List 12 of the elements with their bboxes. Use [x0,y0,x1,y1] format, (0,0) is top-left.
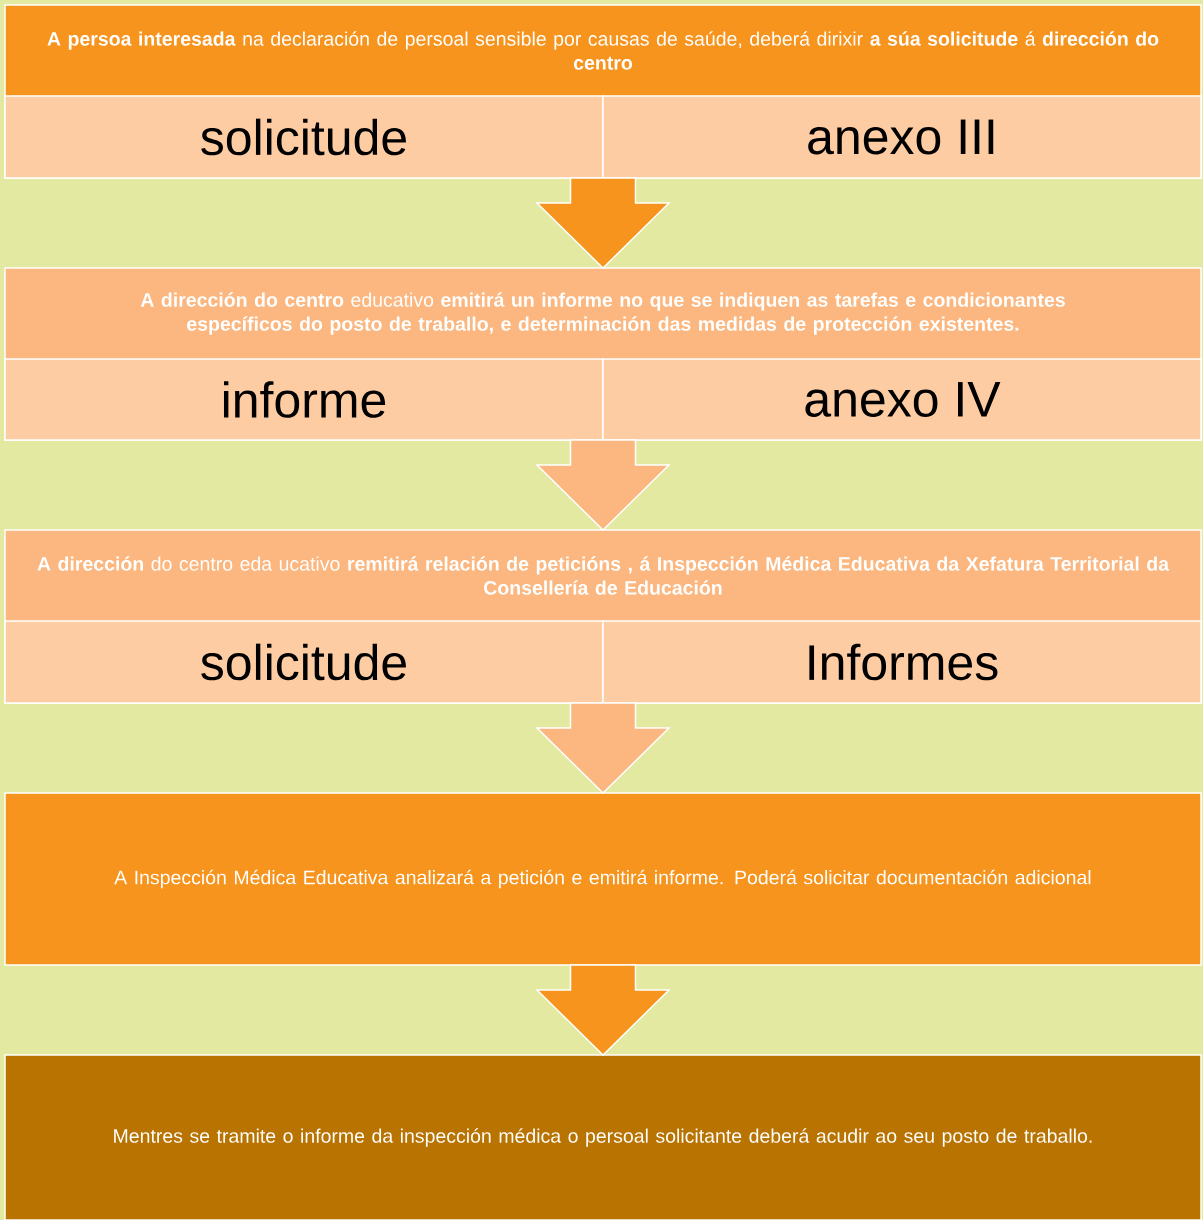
document-cell: informe [4,358,604,441]
block-arrow [535,964,671,1057]
document-cell: Informes [602,620,1202,704]
block-arrow [535,702,671,795]
step-panel: A Inspección Médica Educativa analizará a petición e emitirá informe. Poderá solicitar documentación adicional [4,792,1202,966]
block-arrow [535,439,671,532]
document-cell: solicitude [4,620,604,704]
document-cell: solicitude [4,95,604,179]
document-cell: anexo III [602,95,1202,179]
block-arrow [535,177,671,270]
step-panel: Mentres se tramite o informe da inspección médica o persoal solicitante deberá acudir ao seu posto de traballo. [4,1054,1202,1220]
document-cell: anexo IV [602,358,1202,441]
